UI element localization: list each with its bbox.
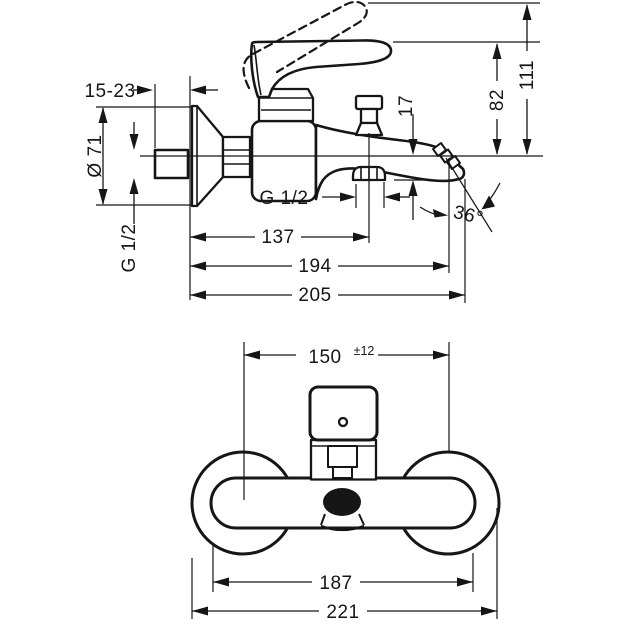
s-union-hex-nut [221,135,252,179]
side-view-fixture [153,0,466,208]
dim-shower-distance-label: 137 [261,227,294,248]
spout [314,123,466,201]
dim-height-total-label: 111 [517,60,538,90]
side-view-construction-lines [96,2,543,303]
dim-outlet-drop-label: 17 [396,95,417,117]
side-view: 15-23 Ø 71 G 1/2 G 1/2 17 82 111 36° 137… [84,0,543,306]
dim-escutcheon-diameter-label: Ø 71 [85,134,106,177]
aerator-rim-side [320,513,326,526]
lever-handle [249,39,393,99]
front-view-construction-lines [191,342,498,619]
spout-front [323,488,361,516]
dim-reach-total-label: 205 [298,285,331,306]
outlet-axis-36 [445,157,493,233]
front-view-labels: 150 ±12 187 221 [308,344,374,623]
dim-reach-aerator-label: 194 [298,256,331,277]
dim-shower-thread-label: G 1/2 [260,188,309,209]
dim-centers-tolerance-label: ±12 [354,344,375,358]
wall-union-square [153,148,190,180]
lever-seam [253,44,262,96]
side-view-labels: 15-23 Ø 71 G 1/2 G 1/2 17 82 111 36° 137… [84,60,538,306]
lever-raised-dashed [242,0,368,90]
dim-height-lever-label: 82 [487,89,508,111]
diverter-knob [354,94,384,137]
front-view-fixture [190,385,501,556]
dim-overall-width-label: 221 [326,602,359,623]
front-collar-step1 [327,445,358,468]
front-handle [308,385,379,442]
dim-wall-thread-label: G 1/2 [119,224,140,273]
aerator-rim [320,524,365,532]
dim-wall-depth-label: 15-23 [84,81,135,102]
handle-pin-hole [337,416,349,428]
dim-outlet-angle-label: 36° [451,202,485,230]
side-view-label-backgrounds [255,51,537,304]
dim-connection-centers-label: 150 [308,347,341,368]
front-collar-step2 [332,466,353,479]
front-view: 150 ±12 187 221 [190,342,501,623]
front-view-label-backgrounds [296,344,378,620]
aerator-rim-side [358,513,365,526]
dim-body-width-label: 187 [319,573,352,594]
